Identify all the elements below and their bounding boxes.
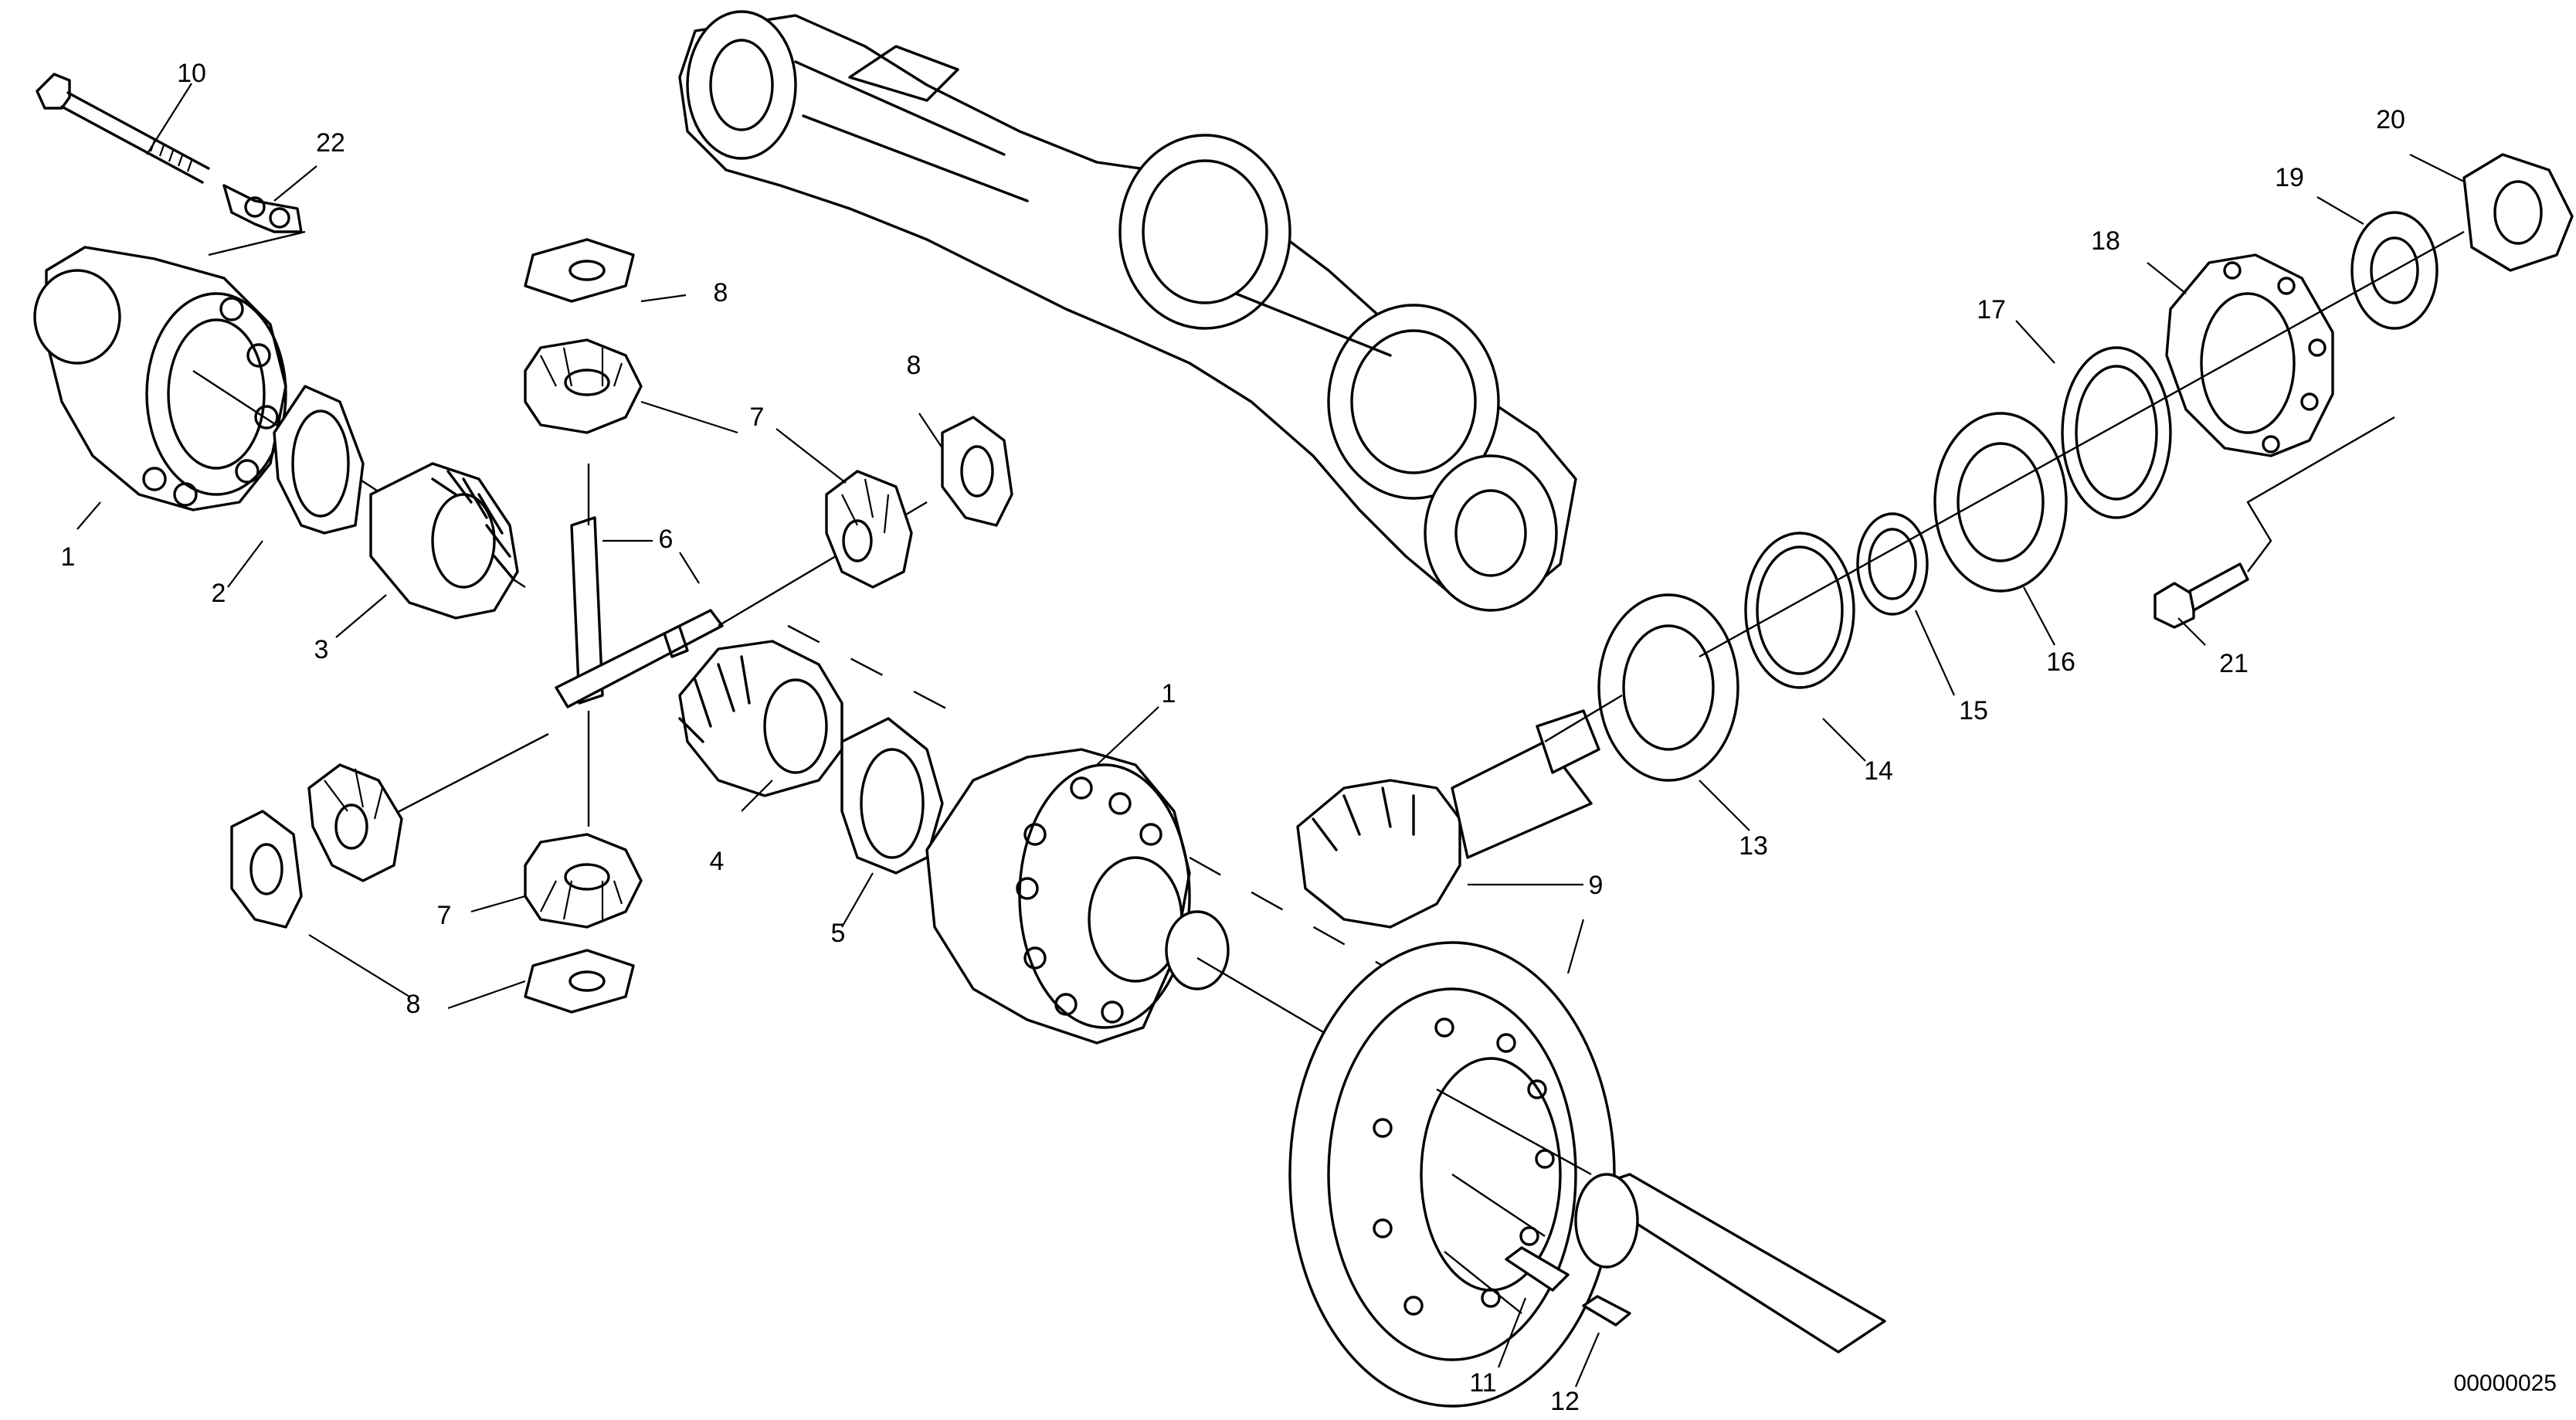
callout-8-bottom: 8 <box>406 990 421 1019</box>
spacer-15 <box>1856 512 1929 616</box>
callout-19: 19 <box>2275 163 2304 192</box>
callout-9: 9 <box>1589 871 1604 900</box>
drawing-id: 00000025 <box>2454 1371 2557 1396</box>
pin-12 <box>1582 1295 1631 1327</box>
pinion-washer-8-right <box>941 416 1013 527</box>
callout-6: 6 <box>659 525 674 554</box>
side-gear-3 <box>369 462 519 620</box>
pinion-gear-7-top <box>524 338 643 434</box>
callout-20: 20 <box>2376 105 2405 134</box>
thrust-washer-5 <box>840 717 944 875</box>
bolt-10 <box>36 73 210 184</box>
pinion-washer-8-left <box>230 810 303 929</box>
flange-18 <box>2165 253 2334 457</box>
callout-17: 17 <box>1977 295 2006 324</box>
callout-22: 22 <box>316 128 345 158</box>
callout-5: 5 <box>831 919 846 948</box>
callout-21: 21 <box>2219 649 2248 678</box>
drive-pinion-9 <box>1296 709 1600 929</box>
axle-assembly-drawing <box>678 10 1577 612</box>
bolt-21 <box>2153 562 2249 629</box>
side-gear-4 <box>678 640 843 797</box>
clamp-22 <box>222 184 303 233</box>
cross-shaft-6 <box>555 516 724 708</box>
nut-20 <box>2462 153 2574 272</box>
callout-8-right: 8 <box>907 351 921 380</box>
differential-housing-left <box>33 246 287 511</box>
callout-12: 12 <box>1550 1387 1580 1416</box>
differential-housing-right <box>925 748 1230 1045</box>
pinion-washer-8-bottom <box>524 949 635 1014</box>
pinion-gear-7-right <box>825 470 913 589</box>
bearing-16 <box>1933 412 2068 593</box>
callout-3: 3 <box>314 635 329 664</box>
pinion-washer-8-top <box>524 238 635 303</box>
callout-10: 10 <box>177 59 206 88</box>
seal-17 <box>2061 346 2172 519</box>
bearing-13 <box>1597 593 1739 782</box>
shim-14 <box>1744 532 1855 689</box>
callout-1-right: 1 <box>1162 679 1176 708</box>
callout-15: 15 <box>1959 696 1988 725</box>
callout-16: 16 <box>2046 647 2075 677</box>
callout-4: 4 <box>710 847 725 876</box>
thrust-washer-2 <box>273 385 365 535</box>
callout-13: 13 <box>1739 831 1768 861</box>
leader-lines <box>76 83 2465 1388</box>
callout-11: 11 <box>1469 1368 1496 1398</box>
pin-11 <box>1505 1246 1570 1292</box>
callout-2: 2 <box>212 579 226 608</box>
callout-18: 18 <box>2091 226 2120 256</box>
callout-7-bottom: 7 <box>437 901 452 930</box>
callout-14: 14 <box>1864 756 1893 786</box>
pinion-gear-7-bottom <box>524 833 643 929</box>
callouts: 10 22 8 20 19 18 17 7 8 1 6 2 3 16 15 21… <box>61 59 2405 1416</box>
callout-1-left: 1 <box>61 542 76 572</box>
callout-8-top: 8 <box>714 278 728 307</box>
output-shaft <box>1574 1173 1886 1354</box>
callout-7-top: 7 <box>750 403 765 432</box>
pinion-gear-7-left <box>307 763 403 882</box>
